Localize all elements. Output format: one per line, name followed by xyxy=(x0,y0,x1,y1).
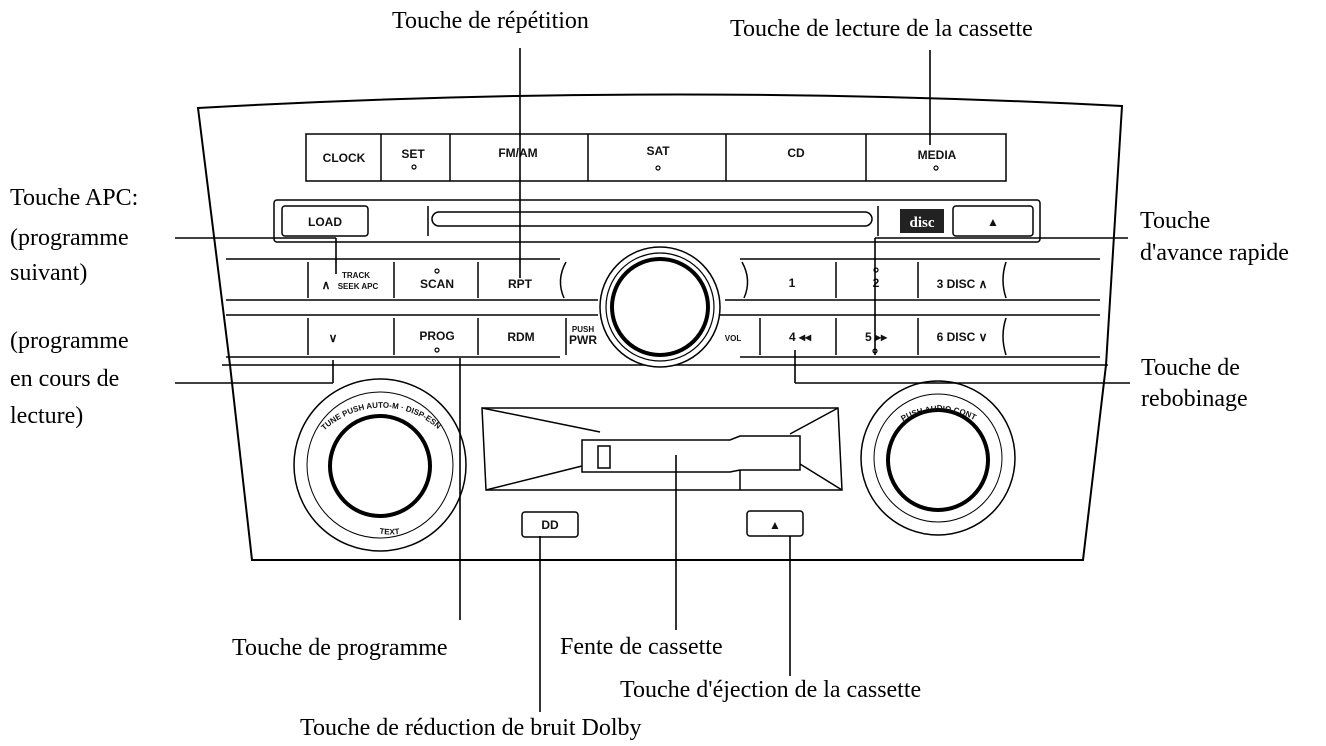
load-button[interactable]: LOAD xyxy=(308,215,342,229)
preset-2-button[interactable]: 2 xyxy=(873,276,880,290)
dolby-label: Touche de réduction de bruit Dolby xyxy=(300,715,642,741)
seek-apc-button[interactable]: SEEK APC xyxy=(338,282,379,291)
leader-lines xyxy=(175,48,1130,712)
repeat-label: Touche de répétition xyxy=(392,8,589,34)
fmam-button[interactable]: FM/AM xyxy=(498,146,537,160)
track-up-arrow-icon: ∧ xyxy=(322,278,331,292)
sat-button[interactable]: SAT xyxy=(646,144,670,158)
source-button-row xyxy=(305,133,1007,182)
media-indicator-icon xyxy=(933,165,939,171)
sat-indicator-icon xyxy=(655,165,661,171)
preset-row-1 xyxy=(226,258,1100,301)
disc-logo-text: disc xyxy=(909,215,934,231)
cassette-slot-label: Fente de cassette xyxy=(560,634,723,660)
preset-3-disc-up-button[interactable]: 3 DISC ∧ xyxy=(937,277,988,291)
track-label: TRACK xyxy=(342,271,370,280)
rewind-label-line-2: rebobinage xyxy=(1141,386,1248,412)
prog-button[interactable]: PROG xyxy=(419,329,454,343)
push-label: PUSH xyxy=(572,325,594,334)
vol-label: VOL xyxy=(725,334,742,343)
current-label-line-3: lecture) xyxy=(10,403,83,429)
cassette-eject-icon: ▲ xyxy=(769,518,781,532)
prog-indicator-icon xyxy=(434,347,440,353)
cassette-slot xyxy=(581,435,801,473)
set-button[interactable]: SET xyxy=(401,147,425,161)
cassette-eject-label: Touche d'éjection de la cassette xyxy=(620,677,921,703)
volume-power-knob[interactable] xyxy=(599,246,721,368)
preset-5-fast-forward-button[interactable]: 5 ▸▸ xyxy=(865,330,888,344)
preset-1-button[interactable]: 1 xyxy=(789,276,796,290)
cd-slot-row xyxy=(273,199,1041,243)
disc-logo-icon xyxy=(900,209,944,233)
cassette-play-label: Touche de lecture de la cassette xyxy=(730,16,1033,42)
audio-control-knob[interactable] xyxy=(860,380,1016,536)
media-button[interactable]: MEDIA xyxy=(918,148,957,162)
program-label: Touche de programme xyxy=(232,635,448,661)
preset-6-disc-down-button[interactable]: 6 DISC ∨ xyxy=(937,330,988,344)
rewind-label-line-1: Touche de xyxy=(1141,355,1240,381)
rpt-button[interactable]: RPT xyxy=(508,277,533,291)
track-down-button[interactable]: ∨ xyxy=(329,331,338,345)
set-indicator-icon xyxy=(411,164,417,170)
dolby-icon: DD xyxy=(541,518,559,532)
cassette-eject-button[interactable] xyxy=(746,510,804,537)
rdm-button[interactable]: RDM xyxy=(507,330,534,344)
cassette-deck xyxy=(481,407,843,491)
apc-label-line-3: suivant) xyxy=(10,260,87,286)
fast-forward-label-line-1: Touche xyxy=(1140,208,1210,234)
cd-slot xyxy=(431,211,873,227)
apc-label-line-1: Touche APC: xyxy=(10,185,138,211)
dolby-button[interactable] xyxy=(521,511,579,538)
text-knob-label: TEXT xyxy=(379,527,400,537)
pwr-button[interactable]: PWR xyxy=(569,333,597,347)
preset-row-2 xyxy=(226,314,1100,358)
cd-button[interactable]: CD xyxy=(787,146,805,160)
cd-eject-button[interactable]: ▲ xyxy=(987,215,999,229)
apc-label-line-2: (programme xyxy=(10,225,129,251)
clock-button[interactable]: CLOCK xyxy=(323,151,366,165)
current-label-line-1: (programme xyxy=(10,328,129,354)
preset-4-rewind-button[interactable]: 4 ◂◂ xyxy=(789,330,812,344)
scan-button[interactable]: SCAN xyxy=(420,277,454,291)
scan-indicator-icon xyxy=(434,268,440,274)
current-label-line-2: en cours de xyxy=(10,366,119,392)
fast-forward-label-line-2: d'avance rapide xyxy=(1140,240,1289,266)
tune-knob[interactable] xyxy=(293,378,467,552)
